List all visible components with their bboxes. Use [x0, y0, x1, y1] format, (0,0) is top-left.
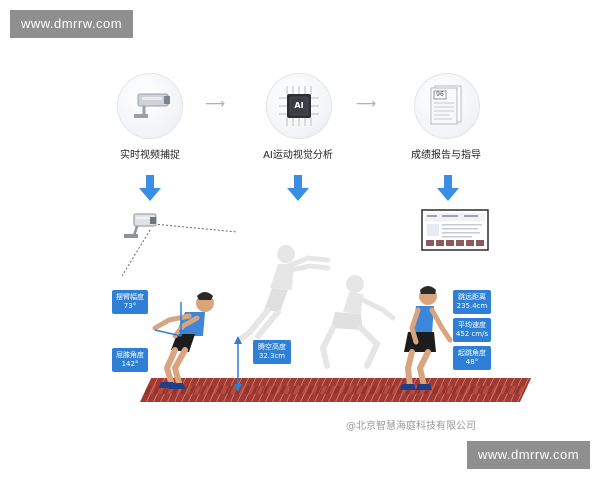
knee-angle-title: 屈膝角度	[116, 351, 144, 359]
avg-speed-tag: 平均速度 452 cm/s	[453, 318, 491, 342]
step-label-capture: 实时视频捕捉	[120, 150, 180, 161]
report-score: 96	[436, 91, 444, 98]
ai-step-circle: AI	[266, 73, 332, 139]
mounted-camera-illustration	[121, 213, 238, 277]
arm-angle-value: 73°	[123, 302, 137, 310]
report-screen-icon	[421, 209, 489, 251]
jump-distance-title: 跳远距离	[458, 293, 486, 301]
height-measure-line	[234, 336, 242, 392]
jump-height-value: 32.3cm	[258, 352, 286, 360]
step-label-report: 成绩报告与指导	[411, 150, 481, 161]
watermark-top: www.dmrrw.com	[10, 10, 133, 38]
takeoff-angle-title: 起跳角度	[458, 349, 486, 357]
jump-height-title: 腾空高度	[258, 343, 286, 351]
report-document-icon	[430, 85, 462, 125]
down-arrow-1	[139, 175, 161, 201]
down-arrow-3	[437, 175, 459, 201]
athlete-landing-figure	[400, 286, 453, 390]
watermark-bottom: www.dmrrw.com	[467, 441, 590, 469]
avg-speed-value: 452 cm/s	[455, 330, 489, 338]
avg-speed-title: 平均速度	[458, 321, 486, 329]
jump-distance-value: 235.4cm	[456, 302, 488, 310]
athlete-ghost-flight	[319, 275, 396, 369]
security-camera-icon	[134, 93, 170, 118]
down-arrow-2	[287, 175, 309, 201]
company-credit: @北京智慧海庭科技有限公司	[346, 421, 476, 432]
step-label-analysis: AI运动视觉分析	[263, 150, 333, 161]
knee-angle-value: 142°	[121, 360, 139, 368]
athlete-ghost-rising	[237, 245, 331, 343]
flow-arrow-1: ⟶	[205, 96, 226, 112]
flow-arrow-2: ⟶	[356, 96, 377, 112]
report-step-circle: 96	[414, 73, 480, 139]
camera-step-circle	[117, 73, 183, 139]
ai-chip-text: AI	[294, 101, 304, 110]
knee-angle-tag: 屈膝角度 142°	[112, 348, 148, 372]
arm-angle-tag: 摆臂幅度 73°	[112, 290, 148, 314]
ai-chip-icon	[279, 86, 319, 126]
takeoff-angle-tag: 起跳角度 48°	[453, 346, 491, 370]
takeoff-angle-value: 48°	[465, 358, 479, 366]
jump-height-tag: 腾空高度 32.3cm	[253, 340, 291, 364]
arm-angle-title: 摆臂幅度	[116, 293, 144, 301]
jump-distance-tag: 跳远距离 235.4cm	[453, 290, 491, 314]
athlete-crouch-figure	[152, 292, 214, 389]
